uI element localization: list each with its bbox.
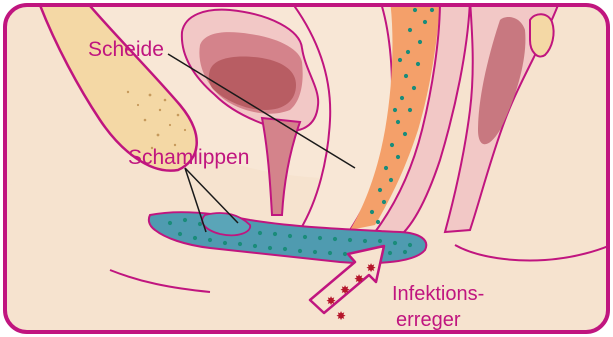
svg-text:✸: ✸ [340,283,350,297]
svg-text:✸: ✸ [326,294,336,308]
label-erreger: erreger [396,309,461,331]
svg-text:✸: ✸ [366,261,376,275]
label-schamlippen: Schamlippen [128,146,249,169]
label-infektions: Infektions- [392,283,484,305]
svg-text:✸: ✸ [354,272,364,286]
label-scheide: Scheide [88,38,164,61]
svg-text:✸: ✸ [336,309,346,323]
